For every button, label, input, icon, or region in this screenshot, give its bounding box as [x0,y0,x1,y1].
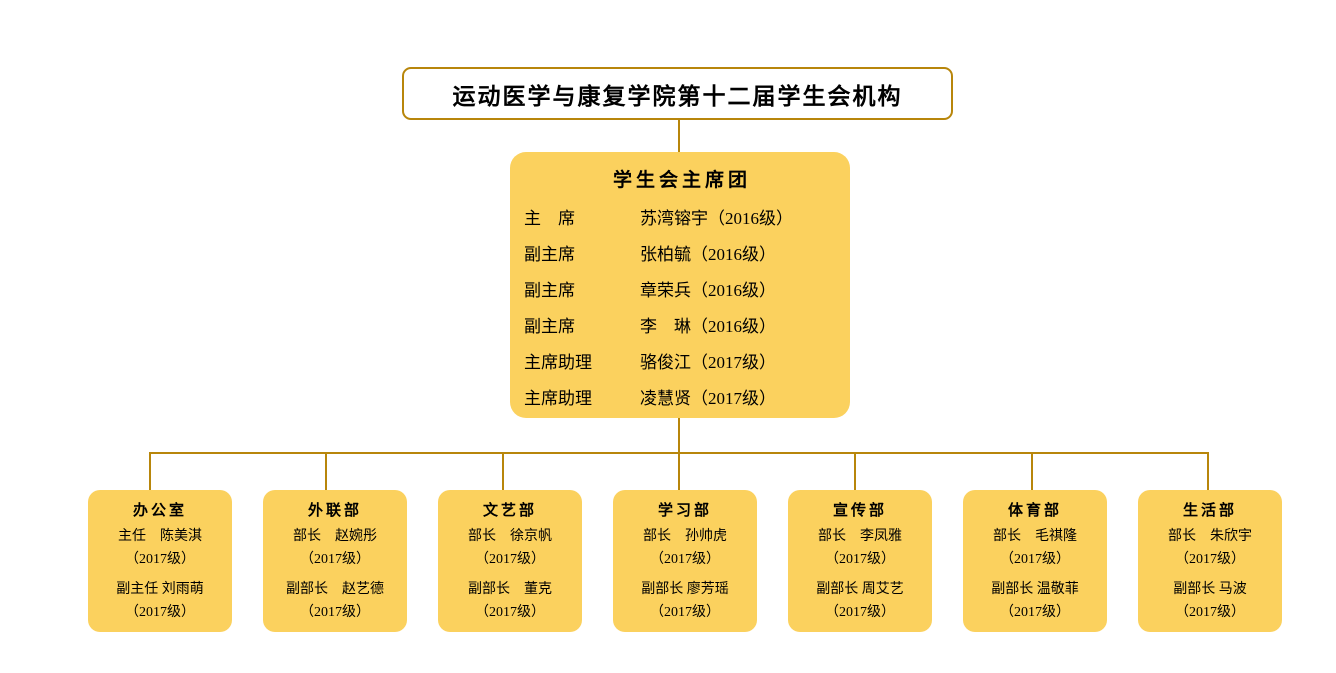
member-grade: （2017级） [1175,605,1245,620]
presidium-row: 主席助理 凌慧贤（2017级） [524,381,840,417]
member-line: 副部长 周艾艺 [816,582,904,597]
presidium-row: 主 席 苏湾镕宇（2016级） [524,201,840,237]
member-name: 苏湾镕宇（2016级） [640,209,793,228]
member-line: 副部长 温敬菲 [991,582,1079,597]
presidium-title: 学生会主席团 [612,170,751,191]
member-line: 副部长 廖芳瑶 [641,582,729,597]
department-title: 外联部 [307,503,362,519]
department-box: 宣传部 部长 李凤雅 （2017级） 副部长 周艾艺 （2017级） [788,490,932,632]
member-line: 副部长 马波 [1173,582,1247,597]
member-line: 部长 孙帅虎 [643,529,727,544]
department-box: 体育部 部长 毛祺隆 （2017级） 副部长 温敬菲 （2017级） [963,490,1107,632]
member-line: 副主任 刘雨萌 [116,582,204,597]
member-grade: （2017级） [1000,552,1070,567]
department-box: 生活部 部长 朱欣宇 （2017级） 副部长 马波 （2017级） [1138,490,1282,632]
department-title: 体育部 [1007,503,1062,519]
member-grade: （2017级） [1175,552,1245,567]
member-grade: （2017级） [650,605,720,620]
member-grade: （2017级） [650,552,720,567]
org-title-box: 运动医学与康复学院第十二届学生会机构 [402,67,953,120]
department-box: 外联部 部长 赵婉彤 （2017级） 副部长 赵艺德 （2017级） [263,490,407,632]
member-role: 副主席 [524,281,575,300]
member-grade: （2017级） [1000,605,1070,620]
member-grade: （2017级） [125,552,195,567]
member-line: 部长 赵婉彤 [293,529,377,544]
member-line: 部长 徐京帆 [468,529,552,544]
department-title: 生活部 [1182,503,1237,519]
member-role: 副主席 [524,245,575,264]
member-name: 骆俊江（2017级） [640,353,776,372]
member-name: 凌慧贤（2017级） [640,389,776,408]
department-title: 办公室 [132,503,187,519]
department-box: 办公室 主任 陈美淇 （2017级） 副主任 刘雨萌 （2017级） [88,490,232,632]
presidium-row: 主席助理 骆俊江（2017级） [524,345,840,381]
department-title: 学习部 [657,503,712,519]
member-role: 副主席 [524,317,575,336]
department-title: 文艺部 [482,503,537,519]
member-grade: （2017级） [475,552,545,567]
member-role: 主席助理 [524,353,592,372]
department-title: 宣传部 [832,503,887,519]
member-role: 主 席 [524,209,575,228]
member-name: 李 琳（2016级） [640,317,776,336]
member-role: 主席助理 [524,389,592,408]
member-line: 副部长 董克 [468,582,552,597]
member-grade: （2017级） [300,605,370,620]
member-grade: （2017级） [825,552,895,567]
member-line: 部长 毛祺隆 [993,529,1077,544]
member-name: 张柏毓（2016级） [640,245,776,264]
member-name: 章荣兵（2016级） [640,281,776,300]
presidium-row: 副主席 章荣兵（2016级） [524,273,840,309]
member-line: 部长 李凤雅 [818,529,902,544]
presidium-box: 学生会主席团 主 席 苏湾镕宇（2016级） 副主席 张柏毓（2016级） 副主… [510,152,850,418]
presidium-row: 副主席 张柏毓（2016级） [524,237,840,273]
member-grade: （2017级） [475,605,545,620]
member-grade: （2017级） [125,605,195,620]
department-box: 文艺部 部长 徐京帆 （2017级） 副部长 董克 （2017级） [438,490,582,632]
org-title: 运动医学与康复学院第十二届学生会机构 [452,83,903,109]
department-box: 学习部 部长 孙帅虎 （2017级） 副部长 廖芳瑶 （2017级） [613,490,757,632]
member-grade: （2017级） [300,552,370,567]
member-line: 部长 朱欣宇 [1168,529,1252,544]
presidium-row: 副主席 李 琳（2016级） [524,309,840,345]
member-line: 主任 陈美淇 [118,529,202,544]
member-grade: （2017级） [825,605,895,620]
member-line: 副部长 赵艺德 [286,582,384,597]
